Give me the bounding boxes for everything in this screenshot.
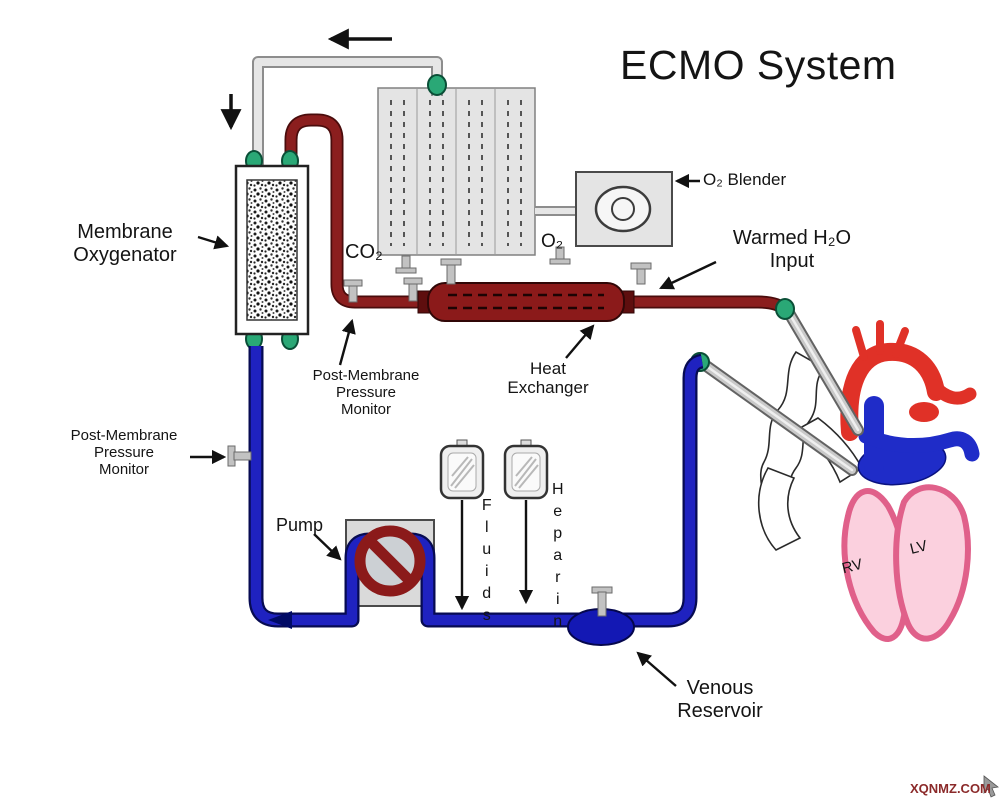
vena-cava bbox=[857, 396, 980, 486]
post-membrane-monitor-venous-line2: Pressure bbox=[93, 444, 155, 462]
page-title: ECMO System bbox=[620, 42, 897, 88]
warmed-water-input-label: Warmed H₂O Input bbox=[698, 227, 886, 273]
aorta bbox=[840, 320, 977, 441]
pointer-warmed-h2o bbox=[659, 260, 717, 290]
heat-exchanger-label-line1: Heat bbox=[530, 359, 566, 378]
o2-label: O₂ bbox=[541, 231, 564, 252]
membrane-oxygenator bbox=[234, 150, 310, 350]
pressure-port-reservoir bbox=[591, 586, 613, 617]
pointer-heat-exchanger bbox=[565, 324, 595, 359]
warmed-water-input-label-line2: Input bbox=[769, 249, 815, 272]
warmed-water-input-label-line1: Warmed H₂O bbox=[732, 227, 852, 249]
flow-arrow-venous bbox=[268, 611, 292, 629]
pump-rotor bbox=[354, 525, 426, 597]
post-membrane-monitor-arterial-line1: Post-Membrane bbox=[312, 367, 420, 384]
venous-cannula bbox=[699, 359, 858, 476]
arterial-connector bbox=[775, 298, 795, 320]
column-top-connector bbox=[427, 74, 447, 96]
pointer-venous-reservoir bbox=[636, 651, 677, 687]
heparin-label: Heparin bbox=[549, 481, 567, 635]
watermark-cursor-icon bbox=[983, 775, 999, 798]
watermark: XQNMZ.COM bbox=[910, 781, 991, 796]
membrane-oxygenator-label: Membrane Oxygenator bbox=[46, 221, 204, 267]
post-membrane-monitor-arterial-line3: Monitor bbox=[340, 401, 392, 419]
ventricles bbox=[841, 484, 971, 642]
o2-blender-label: O₂ Blender bbox=[703, 170, 787, 189]
o2-blender bbox=[575, 171, 673, 247]
heart-illustration bbox=[757, 320, 980, 642]
pointer-post-membrane-arterial bbox=[338, 318, 356, 366]
pointer-pump bbox=[313, 533, 342, 561]
gas-port-o2 bbox=[549, 246, 571, 265]
gas-port-co2 bbox=[395, 255, 417, 274]
pressure-port-venous bbox=[227, 445, 252, 467]
heat-exchanger-label-line2: Exchanger bbox=[507, 378, 589, 398]
water-port-right bbox=[630, 262, 652, 285]
iv-bag-fluids bbox=[439, 439, 485, 500]
post-membrane-monitor-arterial-line2: Pressure bbox=[335, 384, 397, 402]
fluids-label: Fluids bbox=[478, 497, 496, 629]
co2-label: CO₂ bbox=[345, 241, 383, 263]
heat-exchanger-label: Heat Exchanger bbox=[496, 359, 600, 398]
post-membrane-monitor-venous-label: Post-Membrane Pressure Monitor bbox=[42, 427, 206, 478]
membrane-oxygenator-label-line1: Membrane bbox=[77, 221, 173, 243]
pressure-port-arterial bbox=[343, 279, 363, 303]
post-membrane-monitor-arterial-label: Post-Membrane Pressure Monitor bbox=[289, 367, 443, 418]
post-membrane-monitor-venous-line3: Monitor bbox=[98, 461, 150, 479]
gas-exchange-columns bbox=[377, 87, 536, 256]
membrane-oxygenator-label-line2: Oxygenator bbox=[73, 243, 177, 266]
heat-exchanger bbox=[417, 282, 635, 322]
venous-reservoir-label-line1: Venous bbox=[686, 677, 754, 699]
arterial-cannula bbox=[783, 307, 864, 436]
water-port-left bbox=[440, 258, 462, 285]
iv-bag-heparin bbox=[503, 439, 549, 500]
pump-label: Pump bbox=[276, 515, 324, 535]
pressure-port-arterial-2 bbox=[403, 277, 423, 302]
venous-reservoir-label: Venous Reservoir bbox=[653, 677, 787, 723]
post-membrane-monitor-venous-line1: Post-Membrane bbox=[70, 427, 178, 444]
venous-reservoir-label-line2: Reservoir bbox=[677, 699, 763, 722]
pointer-membrane-oxygenator bbox=[197, 235, 230, 250]
